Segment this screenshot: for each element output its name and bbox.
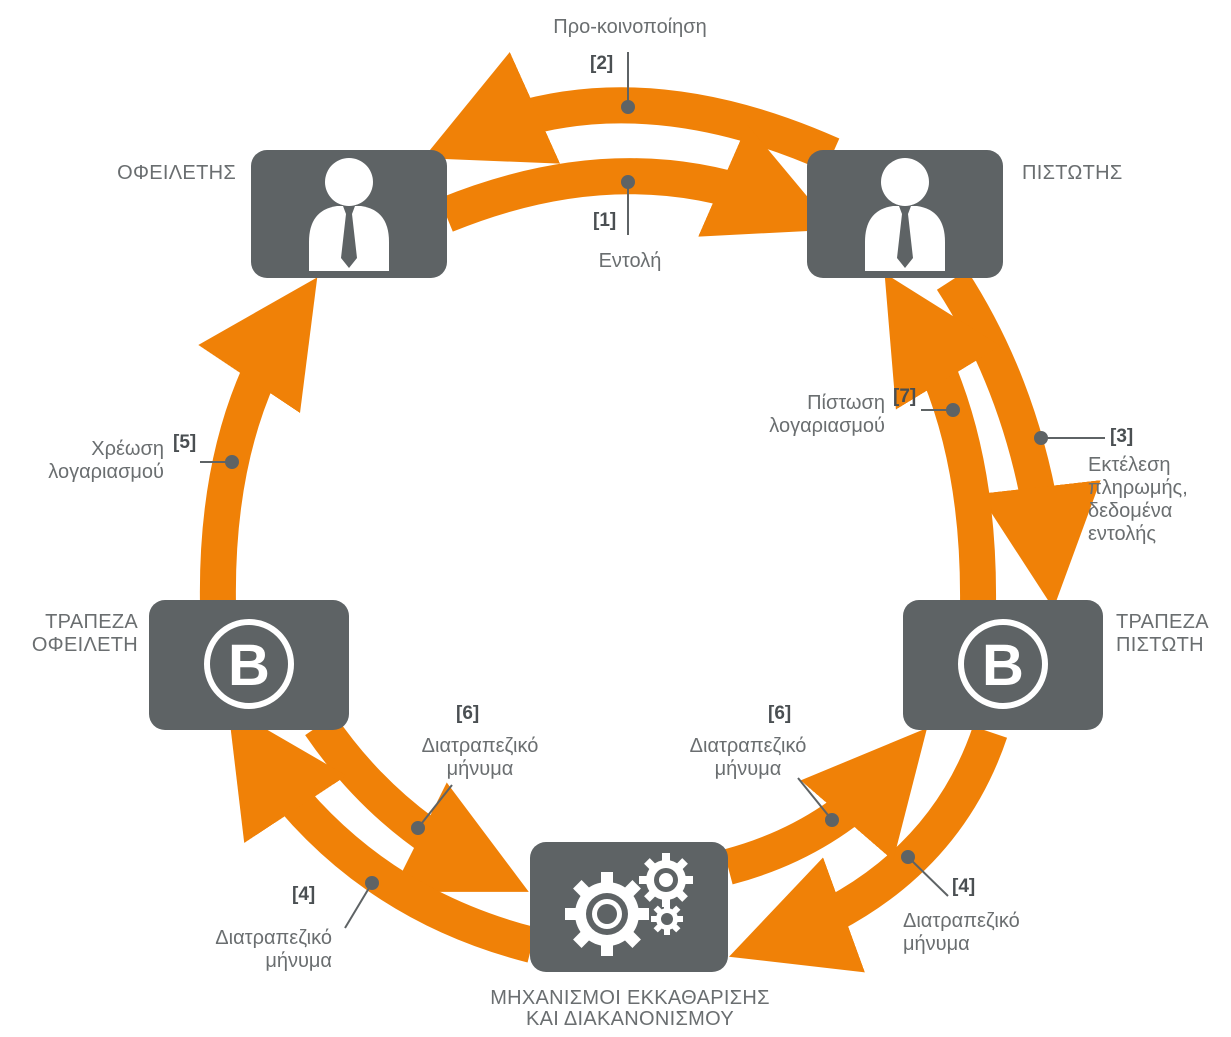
step4-left-text-line2: μήνυμα	[265, 950, 332, 972]
dot-step4-left	[365, 876, 379, 890]
creditor-bank-label-line2: ΠΙΣΤΩΤΗ	[1116, 634, 1204, 656]
gears-icon	[565, 853, 693, 956]
leader-step4-left	[344, 882, 373, 929]
creditor-box	[807, 150, 1003, 278]
step3-number: [3]	[1110, 426, 1134, 447]
step6-left-text: Διατραπεζικό μήνυμα	[400, 735, 560, 781]
step5-number: [5]	[173, 432, 197, 453]
step2-text: Προ-κοινοποίηση	[553, 16, 707, 38]
leader-step6-left	[417, 784, 453, 829]
step1-number: [1]	[593, 210, 617, 231]
step4-left-text: Διατραπεζικό μήνυμα	[150, 927, 332, 973]
svg-text:B: B	[228, 633, 270, 698]
dot-step7	[946, 403, 960, 417]
step6-right-text-line2: μήνυμα	[714, 758, 782, 780]
dot-step6-left	[411, 821, 425, 835]
step1-text: Εντολή	[598, 250, 662, 272]
creditor-bank-box: B	[903, 600, 1103, 730]
step6-right-number: [6]	[768, 703, 792, 724]
dot-step6-right	[825, 813, 839, 827]
creditor-label: ΠΙΣΤΩΤΗΣ	[1022, 162, 1123, 184]
person-icon	[865, 158, 945, 271]
step6-left-text-line2: μήνυμα	[446, 758, 514, 780]
leader-step4-right	[907, 856, 949, 897]
step5-text-line2: λογαριασμού	[48, 461, 164, 483]
step4-right-number: [4]	[952, 876, 976, 897]
creditor-bank-label: ΤΡΑΠΕΖΑ ΠΙΣΤΩΤΗ	[1116, 611, 1228, 657]
arrow-step6-clearing-to-creditor-bank	[723, 728, 928, 885]
step7-text-line1: Πίστωση	[807, 392, 885, 414]
debtor-label: ΟΦΕΙΛΕΤΗΣ	[117, 162, 236, 184]
step4-right-text: Διατραπεζικό μήνυμα	[903, 910, 1083, 956]
arrow-step4-clearing-to-debtor-bank	[228, 707, 537, 963]
step3-text-line3: δεδομένα	[1088, 500, 1173, 522]
dot-step5	[225, 455, 239, 469]
arrow-step7-creditor-bank-to-creditor	[884, 273, 1001, 606]
step4-left-text-line1: Διατραπεζικό	[215, 927, 332, 949]
leader-step6-right	[797, 777, 833, 821]
step6-left-number: [6]	[456, 703, 480, 724]
step4-right-text-line1: Διατραπεζικό	[903, 910, 1020, 932]
bank-b-icon: B	[958, 619, 1048, 709]
step6-right-text-line1: Διατραπεζικό	[689, 735, 807, 757]
creditor-bank-label-line1: ΤΡΑΠΕΖΑ	[1116, 611, 1209, 633]
svg-text:B: B	[982, 633, 1024, 698]
step7-text: Πίστωση λογαριασμού	[700, 392, 885, 438]
debtor-bank-label: ΤΡΑΠΕΖΑ ΟΦΕΙΛΕΤΗ	[0, 611, 138, 657]
clearing-box	[530, 842, 728, 972]
bank-b-icon: B	[204, 619, 294, 709]
step3-text-line4: εντολής	[1088, 523, 1157, 545]
step6-right-text: Διατραπεζικό μήνυμα	[668, 735, 828, 781]
step3-text-line2: πληρωμής,	[1088, 477, 1188, 499]
step2-number: [2]	[590, 53, 614, 74]
clearing-label: ΜΗΧΑΝΙΣΜΟΙ ΕΚΚΑΘΑΡΙΣΗΣ ΚΑΙ ΔΙΑΚΑΝΟΝΙΣΜΟΥ	[420, 988, 840, 1030]
step7-number: [7]	[893, 386, 917, 407]
debtor-bank-label-line1: ΤΡΑΠΕΖΑ	[45, 611, 138, 633]
debtor-box	[251, 150, 447, 278]
dot-step1	[621, 175, 635, 189]
debtor-bank-box: B	[149, 600, 349, 730]
dot-step2	[621, 100, 635, 114]
dot-step4-right	[901, 850, 915, 864]
step7-text-line2: λογαριασμού	[769, 415, 885, 437]
step5-text: Χρέωση λογαριασμού	[0, 438, 164, 484]
step3-text: Εκτέλεση πληρωμής, δεδομένα εντολής	[1088, 454, 1228, 546]
step3-text-line1: Εκτέλεση	[1088, 454, 1171, 476]
dot-step3	[1034, 431, 1048, 445]
debtor-bank-label-line2: ΟΦΕΙΛΕΤΗ	[31, 634, 138, 656]
arrow-step1-debtor-to-creditor	[439, 124, 835, 237]
step5-text-line1: Χρέωση	[91, 438, 164, 460]
clearing-label-line1: ΜΗΧΑΝΙΣΜΟΙ ΕΚΚΑΘΑΡΙΣΗΣ	[490, 987, 770, 1009]
clearing-label-line2: ΚΑΙ ΔΙΑΚΑΝΟΝΙΣΜΟΥ	[525, 1008, 734, 1030]
step4-right-text-line2: μήνυμα	[903, 933, 970, 955]
person-icon	[309, 158, 389, 271]
arrow-step2-creditor-to-debtor	[423, 52, 840, 172]
step6-left-text-line1: Διατραπεζικό	[421, 735, 539, 757]
step4-left-number: [4]	[292, 884, 316, 905]
arrow-step5-debtor-bank-to-debtor	[198, 277, 318, 606]
